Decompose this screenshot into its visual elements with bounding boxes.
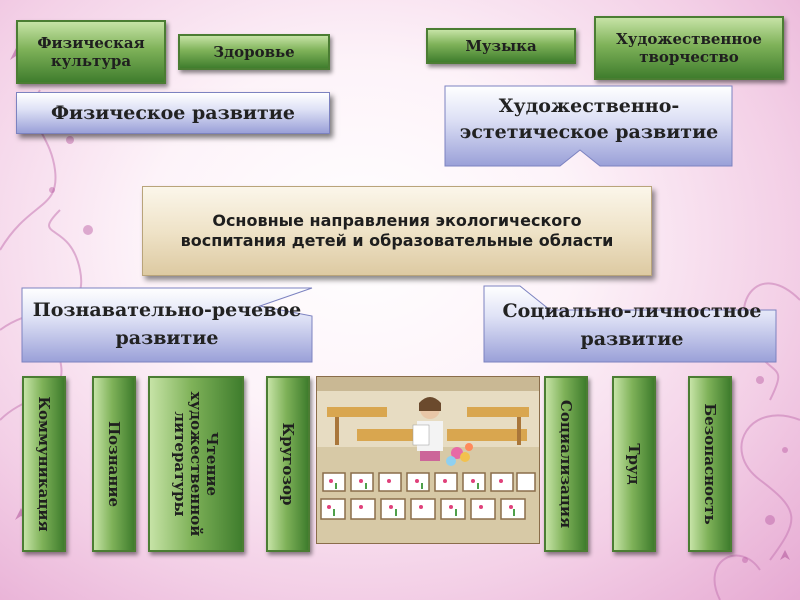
vbox-outlook: Кругозор [266,376,310,552]
vbox-labor: Труд [612,376,656,552]
box-physical-development: Физическое развитие [16,92,330,134]
vbox-reading: Чтение художественной литературы [148,376,244,552]
classroom-photo [316,376,540,544]
box-music: Музыка [426,28,576,64]
vbox-cognition: Познание [92,376,136,552]
box-health: Здоровье [178,34,330,70]
box-art-creativity: Художественное творчество [594,16,784,80]
vbox-labor-label: Труд [625,443,643,485]
vbox-socialization: Социализация [544,376,588,552]
vbox-communication: Коммуникация [22,376,66,552]
vbox-communication-label: Коммуникация [35,396,53,532]
box-cognitive-speech-label: Познавательно-речевое развитие [32,299,302,349]
callout-cognitive-speech-shape [21,287,313,363]
box-art-creativity-label: Художественное творчество [616,30,762,66]
vbox-outlook-label: Кругозор [279,422,297,506]
vbox-safety: Безопасность [688,376,732,552]
box-art-aesthetic-label: Художественно-эстетическое развитие [459,95,719,143]
box-center-title-label: Основные направления экологического восп… [180,211,614,250]
box-physical-culture-label: Физическая культура [37,34,145,70]
box-cognitive-speech: Познавательно-речевое развитие [26,288,308,360]
box-social-personal: Социально-личностное развитие [488,290,776,360]
box-health-label: Здоровье [213,43,295,61]
callout-social-personal-shape [483,285,777,363]
box-music-label: Музыка [465,37,537,55]
box-center-title: Основные направления экологического восп… [142,186,652,276]
box-art-aesthetic: Художественно-эстетическое развитие [445,86,733,152]
vbox-reading-label: Чтение художественной литературы [171,391,221,537]
callout-art-aesthetic-shape [444,85,733,167]
vbox-safety-label: Безопасность [701,403,719,525]
vbox-socialization-label: Социализация [557,399,575,529]
vbox-cognition-label: Познание [105,420,123,508]
box-physical-development-label: Физическое развитие [51,102,295,124]
box-physical-culture: Физическая культура [16,20,166,84]
box-social-personal-label: Социально-личностное развитие [502,300,762,350]
